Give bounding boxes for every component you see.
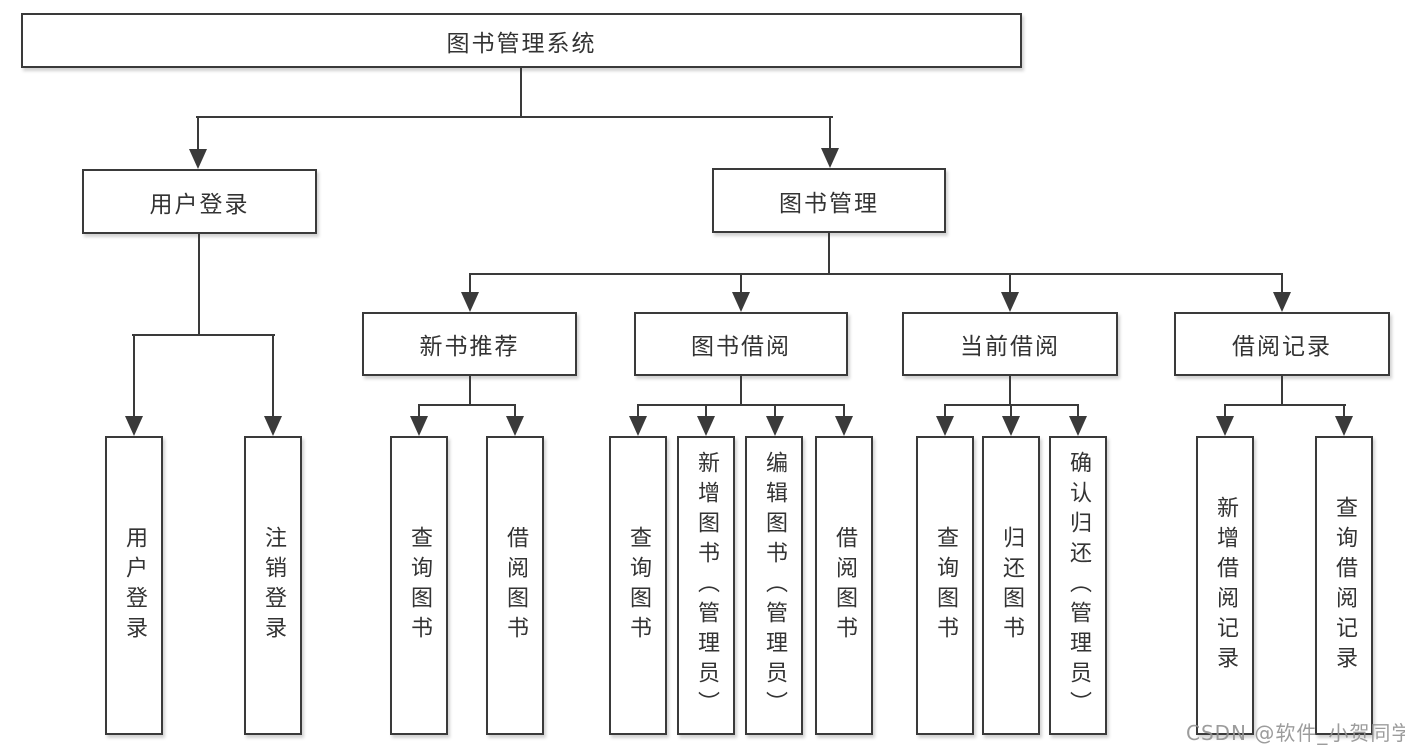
node-borrowing-records: 借阅记录 [1174, 312, 1390, 376]
arrowhead-down-icon [1069, 416, 1087, 436]
arrowhead-down-icon [1002, 416, 1020, 436]
connector-vline [739, 274, 743, 292]
connector-vline [1009, 405, 1013, 416]
connector-vline [132, 335, 136, 416]
leaf-return-books: 归还图书 [982, 436, 1040, 735]
arrowhead-down-icon [821, 148, 839, 168]
arrowhead-down-icon [1001, 292, 1019, 312]
connector-vline [197, 234, 201, 336]
arrowhead-down-icon [732, 292, 750, 312]
leaf-confirm-return-admin: 确认归还（管理员） [1049, 436, 1107, 735]
connector-hline [468, 272, 1284, 276]
connector-vline [704, 405, 708, 416]
connector-vline [468, 274, 472, 292]
arrowhead-down-icon [125, 416, 143, 436]
connector-hline [636, 403, 846, 407]
arrowhead-down-icon [461, 292, 479, 312]
connector-vline [1008, 376, 1012, 406]
leaf-query-books-recommend: 查询图书 [390, 436, 448, 735]
connector-vline [513, 405, 517, 416]
watermark: CSDN @软件_小贺同学 [1186, 721, 1405, 745]
leaf-logout: 注销登录 [244, 436, 302, 735]
connector-vline [1280, 274, 1284, 292]
arrowhead-down-icon [766, 416, 784, 436]
node-book-borrowing: 图书借阅 [634, 312, 848, 376]
arrowhead-down-icon [1216, 416, 1234, 436]
connector-vline [739, 376, 743, 406]
connector-hline [195, 115, 834, 119]
connector-vline [1280, 376, 1284, 406]
connector-vline [468, 376, 472, 406]
leaf-add-book-admin: 新增图书（管理员） [677, 436, 735, 735]
arrowhead-down-icon [697, 416, 715, 436]
arrowhead-down-icon [506, 416, 524, 436]
connector-vline [1342, 405, 1346, 416]
connector-hline [417, 403, 517, 407]
connector-vline [196, 117, 200, 149]
leaf-edit-book-admin: 编辑图书（管理员） [745, 436, 803, 735]
arrowhead-down-icon [936, 416, 954, 436]
leaf-query-borrow-record: 查询借阅记录 [1315, 436, 1373, 735]
connector-hline [131, 333, 276, 337]
arrowhead-down-icon [1273, 292, 1291, 312]
node-user-login: 用户登录 [82, 169, 317, 234]
connector-vline [519, 68, 523, 118]
arrowhead-down-icon [835, 416, 853, 436]
connector-vline [842, 405, 846, 416]
leaf-borrow-books: 借阅图书 [815, 436, 873, 735]
connector-vline [773, 405, 777, 416]
connector-vline [828, 117, 832, 148]
connector-vline [1223, 405, 1227, 416]
node-library-management-system: 图书管理系统 [21, 13, 1022, 68]
node-current-borrowing: 当前借阅 [902, 312, 1118, 376]
leaf-query-books-borrow: 查询图书 [609, 436, 667, 735]
arrowhead-down-icon [410, 416, 428, 436]
connector-vline [1076, 405, 1080, 416]
leaf-add-borrow-record: 新增借阅记录 [1196, 436, 1254, 735]
leaf-user-login: 用户登录 [105, 436, 163, 735]
connector-hline [1223, 403, 1347, 407]
arrowhead-down-icon [629, 416, 647, 436]
connector-vline [1008, 274, 1012, 292]
arrowhead-down-icon [189, 149, 207, 169]
connector-vline [827, 233, 831, 275]
node-new-book-recommendation: 新书推荐 [362, 312, 577, 376]
node-book-management: 图书管理 [712, 168, 946, 233]
arrowhead-down-icon [1335, 416, 1353, 436]
leaf-query-books-current: 查询图书 [916, 436, 974, 735]
connector-vline [636, 405, 640, 416]
connector-vline [417, 405, 421, 416]
arrowhead-down-icon [264, 416, 282, 436]
connector-vline [271, 335, 275, 416]
leaf-borrow-books-recommend: 借阅图书 [486, 436, 544, 735]
connector-vline [943, 405, 947, 416]
